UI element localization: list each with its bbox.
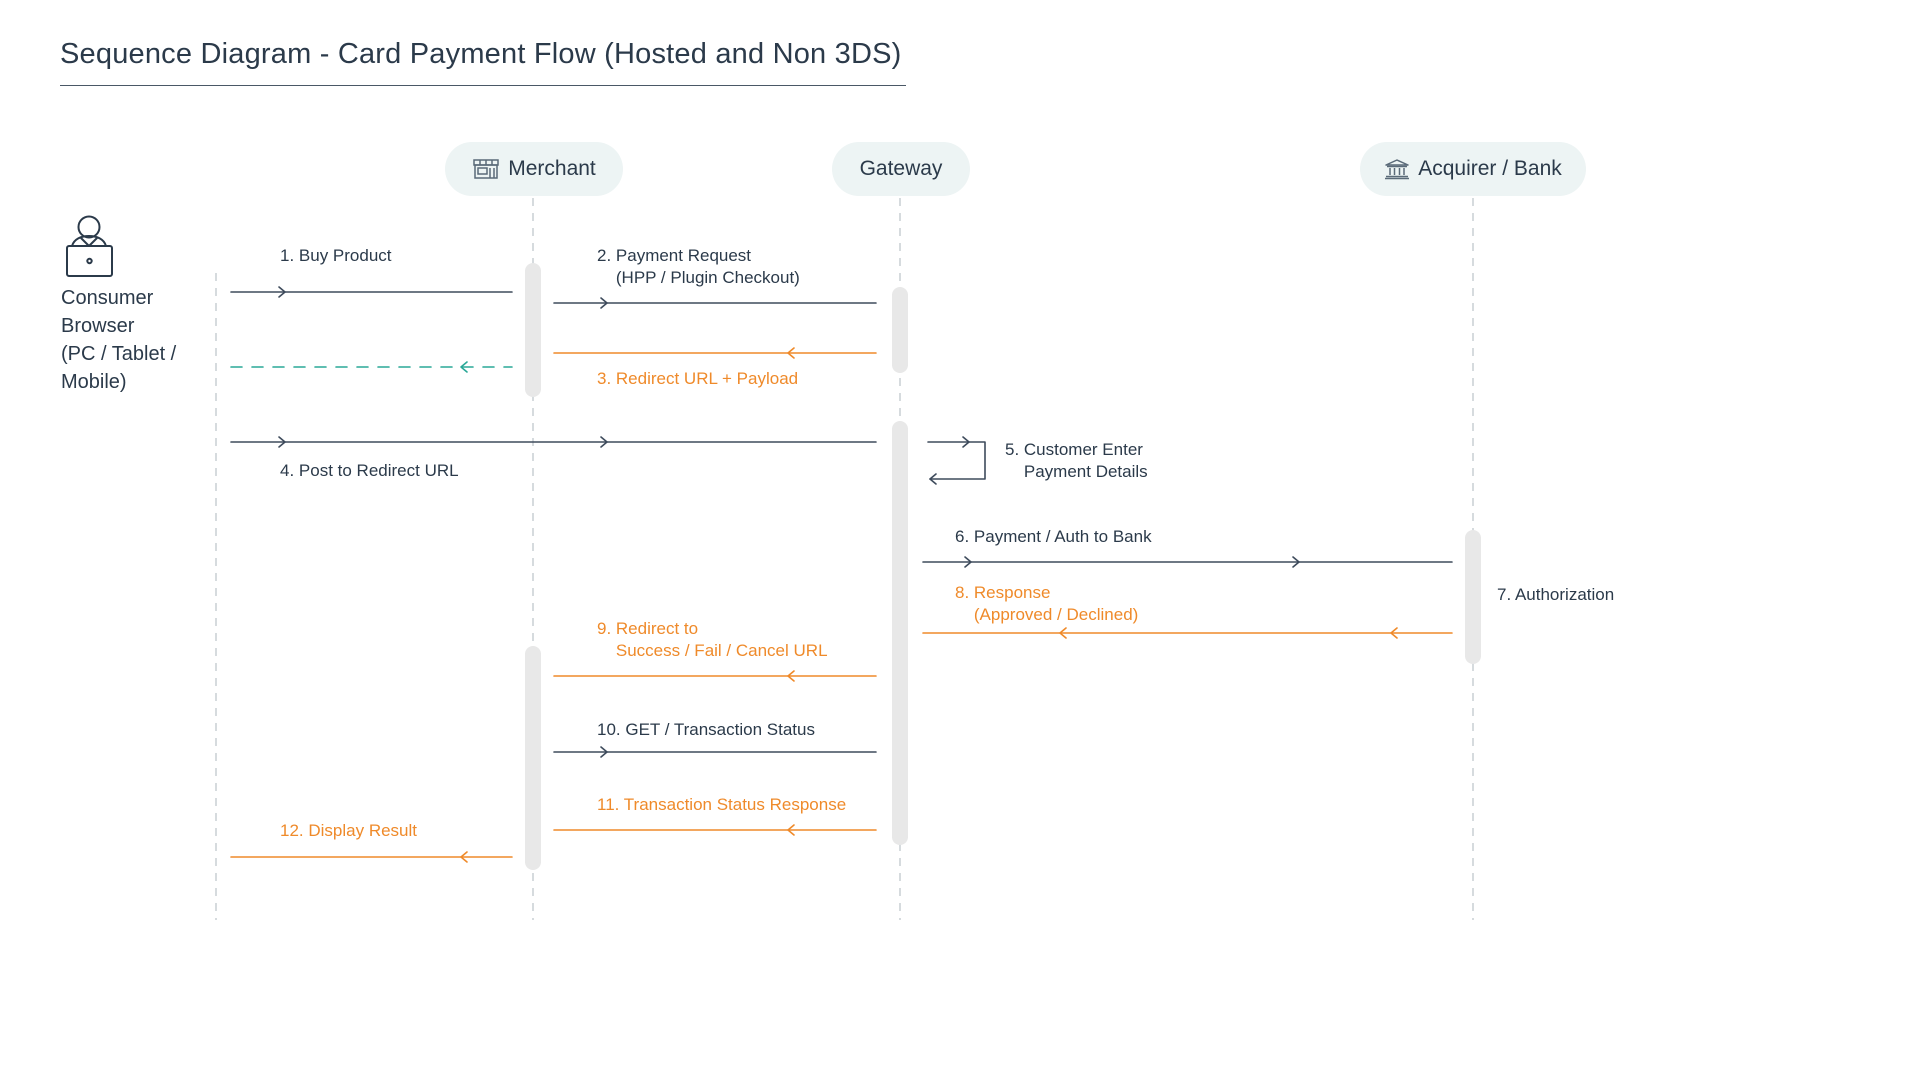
message-12-label: 12. Display Result	[280, 821, 418, 840]
actor-consumer-label: Consumer Browser (PC / Tablet / Mobile)	[61, 287, 177, 393]
activation-bank	[1465, 530, 1481, 664]
arrow-1-buy-product	[230, 286, 513, 298]
activation-merchant-2	[525, 646, 541, 870]
person-laptop-icon	[66, 215, 113, 277]
message-1-label: 1. Buy Product	[280, 246, 392, 265]
title-underline	[60, 85, 906, 86]
actor-merchant-label: Merchant	[508, 157, 596, 180]
arrow-6-payment-auth	[922, 556, 1453, 568]
actor-bank: Acquirer / Bank	[1360, 142, 1586, 196]
actor-merchant: Merchant	[445, 142, 623, 196]
arrow-10-get-status	[553, 746, 877, 758]
arrow-9-redirect-result	[553, 670, 877, 682]
arrow-12-display-result	[230, 851, 513, 863]
message-7-label: 7. Authorization	[1497, 585, 1615, 604]
message-10-label: 10. GET / Transaction Status	[597, 720, 815, 739]
message-11-label: 11. Transaction Status Response	[597, 795, 847, 814]
activation-merchant-1	[525, 263, 541, 397]
activation-gateway-2	[892, 421, 908, 845]
activation-gateway-1	[892, 287, 908, 373]
arrow-8-response	[922, 627, 1453, 639]
actor-bank-label: Acquirer / Bank	[1418, 157, 1562, 180]
storefront-icon	[473, 159, 499, 179]
message-6-label: 6. Payment / Auth to Bank	[955, 527, 1152, 546]
bank-building-icon	[1385, 159, 1410, 180]
message-9-label: 9. Redirect to Success / Fail / Cancel U…	[597, 619, 828, 660]
arrow-3-redirect-merchant-to-consumer	[230, 361, 513, 373]
page-title: Sequence Diagram - Card Payment Flow (Ho…	[60, 38, 902, 70]
message-4-label: 4. Post to Redirect URL	[280, 461, 459, 480]
message-5-label: 5. Customer Enter Payment Details	[1005, 440, 1148, 481]
message-2-label: 2. Payment Request (HPP / Plugin Checkou…	[597, 246, 800, 287]
actor-gateway-label: Gateway	[859, 157, 943, 180]
arrow-4-post-redirect	[230, 436, 877, 448]
arrow-3-redirect-gateway-to-merchant	[553, 347, 877, 359]
message-8-label: 8. Response (Approved / Declined)	[955, 583, 1139, 624]
actor-gateway: Gateway	[832, 142, 970, 196]
arrow-5-self-loop	[927, 436, 986, 485]
arrow-11-status-response	[553, 824, 877, 836]
message-3-label: 3. Redirect URL + Payload	[597, 369, 799, 388]
arrow-2-payment-request	[553, 297, 877, 309]
